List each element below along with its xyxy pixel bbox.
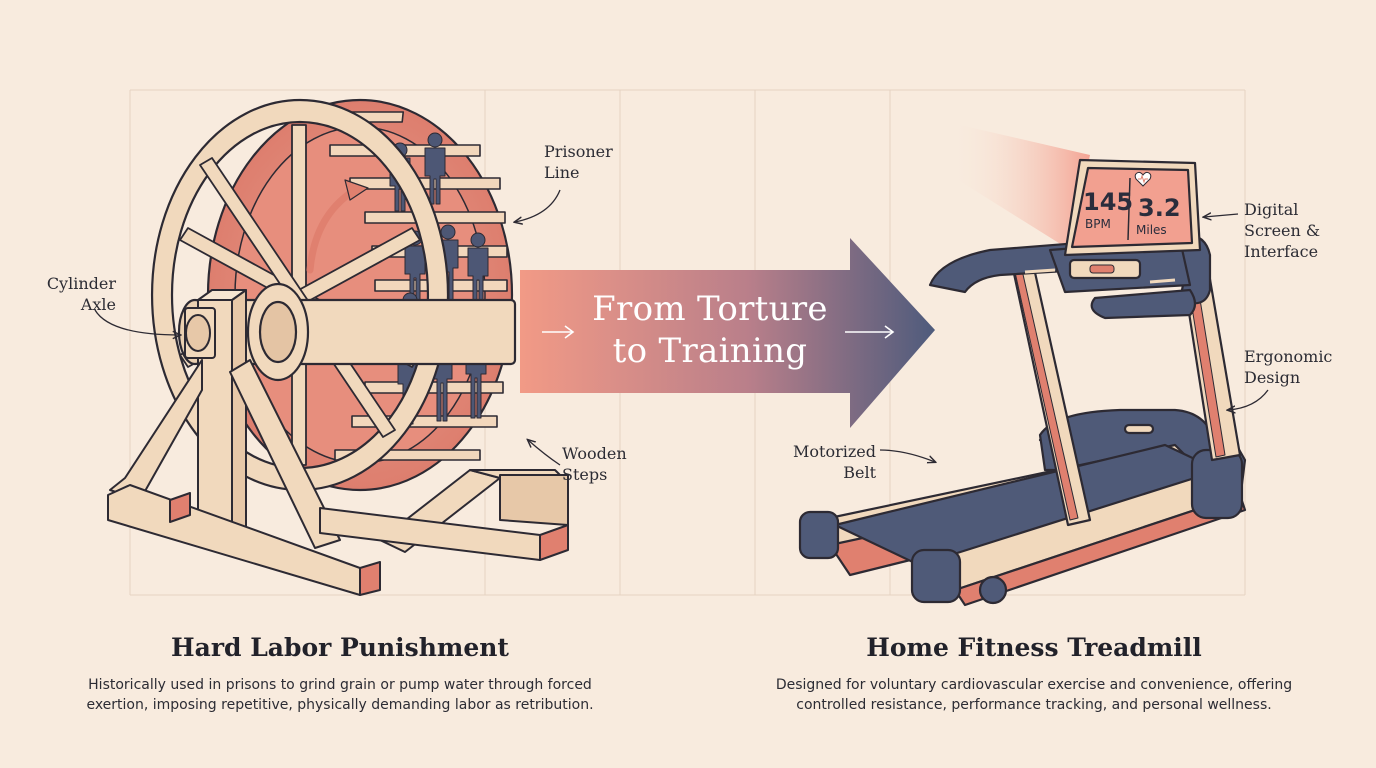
right-section-title: Home Fitness Treadmill <box>866 633 1202 662</box>
label-ergonomic-design: Ergonomic Design <box>1244 347 1333 387</box>
label-digital-screen: Digital Screen & Interface <box>1244 200 1321 261</box>
label-prisoner-line: Prisoner Line <box>544 142 613 182</box>
rotation-arrow <box>306 186 359 274</box>
treadmill-illustration <box>798 125 1247 607</box>
label-motorized-belt: Motorized Belt <box>793 442 876 482</box>
bpm-unit: BPM <box>1085 217 1111 231</box>
label-wooden-steps: Wooden Steps <box>562 444 627 484</box>
wooden-stand <box>107 289 569 596</box>
transition-arrow <box>520 238 935 428</box>
miles-value: 3.2 <box>1138 194 1181 222</box>
right-section-description: Designed for voluntary cardiovascular ex… <box>775 677 1293 713</box>
left-section-description: Historically used in prisons to grind gr… <box>86 677 594 713</box>
bpm-value: 145 <box>1083 188 1133 216</box>
transition-banner-text: From Torture to Training <box>592 289 828 371</box>
treadwheel-illustration <box>107 98 569 596</box>
screen-readouts: 145 BPM 3.2 Miles <box>1083 171 1181 237</box>
callout-arrows <box>94 189 1269 466</box>
heart-icon <box>1134 171 1152 187</box>
digital-screen <box>1063 158 1202 257</box>
left-section-title: Hard Labor Punishment <box>171 633 509 662</box>
label-cylinder-axle: Cylinder Axle <box>46 274 116 314</box>
screen-glow <box>950 125 1090 250</box>
miles-unit: Miles <box>1136 223 1167 237</box>
